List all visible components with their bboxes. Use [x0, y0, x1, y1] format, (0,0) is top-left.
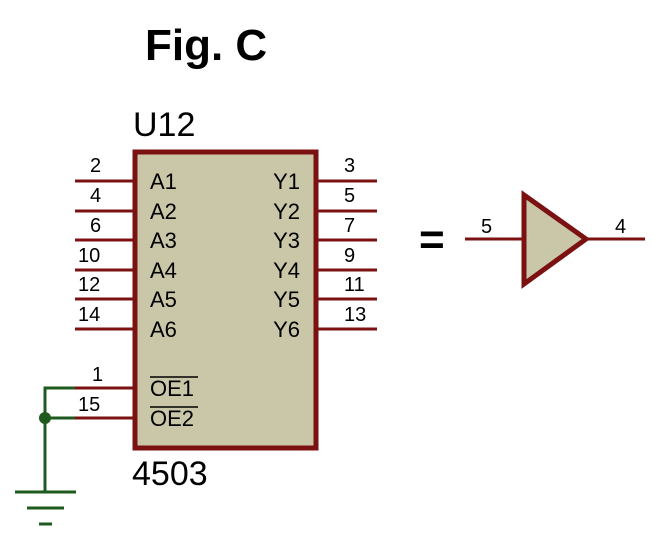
- pin-label: Y5: [273, 287, 300, 312]
- ground-wire: [43, 386, 75, 492]
- pin-label: Y2: [273, 199, 300, 224]
- pin-label: A4: [150, 258, 177, 283]
- pin-number: 11: [344, 274, 365, 296]
- pin-number: 7: [344, 215, 355, 237]
- pin-label: OE2: [150, 406, 194, 431]
- pin-number: 1: [92, 364, 103, 386]
- pin-number: 12: [78, 274, 100, 296]
- pin-label: Y6: [273, 317, 300, 342]
- pin-number: 10: [78, 245, 100, 267]
- buffer-input-pin-number: 5: [481, 216, 492, 238]
- pin-number: 9: [344, 245, 355, 267]
- pin-label: OE1: [150, 376, 194, 401]
- junction-dot: [39, 412, 51, 424]
- pin-label: A2: [150, 199, 177, 224]
- pin-number: 4: [90, 185, 101, 207]
- pin-number: 14: [78, 304, 100, 326]
- pin-number: 13: [344, 304, 366, 326]
- chip-body: [132, 149, 319, 451]
- figure-title: Fig. C: [145, 21, 267, 70]
- pin-number: 3: [344, 155, 355, 177]
- chip-reference: U12: [133, 106, 195, 144]
- right-pin-stubs: [316, 179, 377, 331]
- equals-sign: =: [419, 215, 445, 264]
- pin-label: Y3: [273, 228, 300, 253]
- pin-number: 5: [344, 185, 355, 207]
- pin-label: Y4: [273, 258, 300, 283]
- pin-label: A5: [150, 287, 177, 312]
- pin-number: 2: [90, 155, 101, 177]
- left-pin-stubs: [75, 179, 135, 420]
- buffer-triangle: [521, 190, 591, 289]
- pin-number: 15: [78, 394, 100, 416]
- buffer-gate-icon: [465, 190, 645, 289]
- pin-label: A1: [150, 169, 177, 194]
- ground-icon: [15, 386, 76, 526]
- buffer-output-pin-number: 4: [615, 216, 626, 238]
- chip-part-number: 4503: [132, 455, 208, 493]
- pin-label: A3: [150, 228, 177, 253]
- pin-number: 6: [90, 215, 101, 237]
- pin-label: A6: [150, 317, 177, 342]
- pin-label: Y1: [273, 169, 300, 194]
